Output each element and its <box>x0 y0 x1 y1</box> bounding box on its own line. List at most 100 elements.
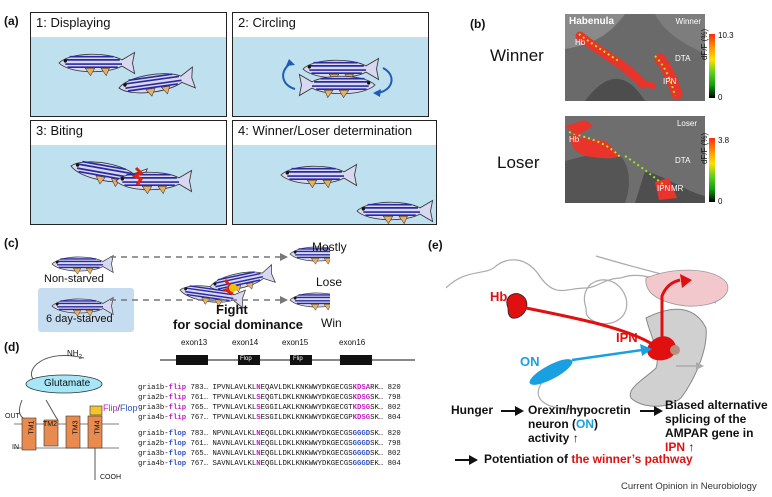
start-position: 761… <box>186 394 213 402</box>
starved-label: 6 day-starved <box>46 313 113 325</box>
residues: SK… <box>370 440 388 448</box>
winner-calcium-image: Habenula Winner Hb DTA IPN <box>565 14 705 101</box>
gene-name: gria1b- <box>138 384 169 392</box>
sequence-row: gria1b-flip 783… IPVNLAVLKLNEQAVLDKLKNKW… <box>138 383 401 393</box>
sequence-row: gria4b-flop 767… SAVNLAVLKLNEQGLLDKLKNKW… <box>138 459 401 469</box>
cooh-label: COOH <box>100 474 121 481</box>
isoform-name: flop <box>168 460 187 468</box>
stage-biting: 3: Biting <box>30 120 227 225</box>
exon13-label: exon13 <box>181 338 208 347</box>
hb-label: Hb <box>490 289 508 304</box>
circling-fish <box>282 57 393 99</box>
start-position: 783… <box>186 430 213 438</box>
out-label: OUT <box>5 413 20 420</box>
isoform-name: flop <box>168 440 187 448</box>
variant-residue: N <box>256 450 261 458</box>
water <box>31 37 226 116</box>
residues: TPVNLAVLKL <box>212 404 257 412</box>
residues: TPVNLAVLKL <box>212 394 257 402</box>
winner-corner-text: Winner <box>675 17 701 26</box>
variant-residue: N <box>256 460 261 468</box>
variant-residue: S <box>256 394 261 402</box>
biased-splicing-text: Biased alternative splicing of the AMPAR… <box>665 398 768 454</box>
splice-residues: KDSG <box>352 404 371 412</box>
isoform-name: flip <box>168 414 187 422</box>
stage-circling: 2: Circling <box>232 12 429 117</box>
stage-title: 2: Circling <box>238 15 296 30</box>
end-position: 820 <box>387 384 401 392</box>
habenula-text: Habenula <box>569 16 615 27</box>
nh2-label: NH2 <box>67 349 82 361</box>
tm4-label: TM4 <box>94 420 102 435</box>
hb-text: Hb <box>569 135 580 144</box>
gene-name: gria4b- <box>138 460 169 468</box>
loser-image-art <box>565 116 705 203</box>
splice-residues: KDSG <box>352 394 371 402</box>
isoform-name: flop <box>168 430 187 438</box>
end-position: 804 <box>387 460 401 468</box>
orexin-text: Orexin/hypocretin neuron (ON) activity ↑ <box>528 403 631 445</box>
residues: RK… <box>370 384 388 392</box>
splice-residues: GGGD <box>352 430 371 438</box>
tm2-label: TM2 <box>43 421 57 428</box>
tm3-label: TM3 <box>72 420 80 435</box>
potentiation-arrow <box>455 455 478 465</box>
gene-name: gria3b- <box>138 404 169 412</box>
lose-label: Lose <box>316 275 343 289</box>
start-position: 761… <box>186 440 213 448</box>
residues: NPVNLAVLKL <box>212 430 257 438</box>
sequence-row: gria1b-flop 783… NPVNLAVLKLNEQGLLDKLKNKW… <box>138 429 401 439</box>
ipn-label: IPN <box>616 330 638 345</box>
splice-residues: KDSA <box>352 384 371 392</box>
panel-e-label: (e) <box>428 238 443 252</box>
flip-box-label: Flip <box>293 356 303 362</box>
winner-colorbar <box>709 34 715 98</box>
fight-title: Fight <box>216 302 248 317</box>
fight-subtitle: for social dominance <box>173 317 304 332</box>
end-position: 798 <box>387 394 401 402</box>
variant-residue: N <box>256 430 261 438</box>
winner-label: Winner <box>490 46 544 65</box>
end-position: 804 <box>387 414 401 422</box>
panel-c-label: (c) <box>4 236 19 250</box>
loser-axis-label: dF/F (%) <box>700 132 709 164</box>
circling-arrow-left <box>282 62 296 90</box>
journal-footer: Current Opinion in Neurobiology <box>621 481 757 492</box>
residues: EQGTLDKLKNKWWYDKGECGS <box>260 394 353 402</box>
splice-residues: KDSG <box>352 414 371 422</box>
winner-scale-min: 0 <box>718 93 723 102</box>
stage-title: 4: Winner/Loser determination <box>238 123 413 138</box>
sequence-row: gria3b-flop 765… NAVNLAVLKLNEQGLLDKLKNKW… <box>138 449 401 459</box>
loser-scale-max: 3.8 <box>718 136 730 145</box>
glutamate-label: Glutamate <box>44 378 91 389</box>
start-position: 783… <box>186 384 213 392</box>
exon15-label: exon15 <box>282 338 309 347</box>
residues: SK… <box>370 430 388 438</box>
gene-name: gria3b- <box>138 450 169 458</box>
start-position: 765… <box>186 404 213 412</box>
end-position: 802 <box>387 404 401 412</box>
in-label: IN <box>12 444 19 451</box>
residues: EQAVLDKLKNKWWYDKGECGS <box>260 384 353 392</box>
gene-name: gria2b- <box>138 394 169 402</box>
winner-image-art <box>565 14 705 101</box>
residues: EQGLLDKLKNKWWYDKGECGS <box>260 440 353 448</box>
residues: ESGILDKLKNKWWYDKGECGP <box>260 414 353 422</box>
end-position: 802 <box>387 450 401 458</box>
ampar-topology <box>14 354 119 480</box>
end-position: 798 <box>387 440 401 448</box>
sequence-row: gria2b-flip 761… TPVNLAVLKLSEQGTLDKLKNKW… <box>138 393 401 403</box>
stage-winner-loser: 4: Winner/Loser determination <box>232 120 437 225</box>
exon14-label: exon14 <box>232 338 259 347</box>
start-position: 767… <box>186 414 213 422</box>
sequence-row: gria3b-flip 765… TPVNLAVLKLSEGGILAKLKNKW… <box>138 403 401 413</box>
loser-label: Loser <box>497 153 540 172</box>
flop-box-label: Flop <box>240 356 252 362</box>
ipn-text: IPN <box>663 77 677 86</box>
stage-title: 3: Biting <box>36 123 83 138</box>
variant-residue: N <box>256 440 261 448</box>
loser-calcium-image: Loser Hb DTA IPN MR <box>565 116 705 203</box>
residues: EQGLLDKLKNKWWYDKGECGS <box>260 460 353 468</box>
dta-text: DTA <box>675 54 691 63</box>
mr-text: MR <box>671 184 684 193</box>
